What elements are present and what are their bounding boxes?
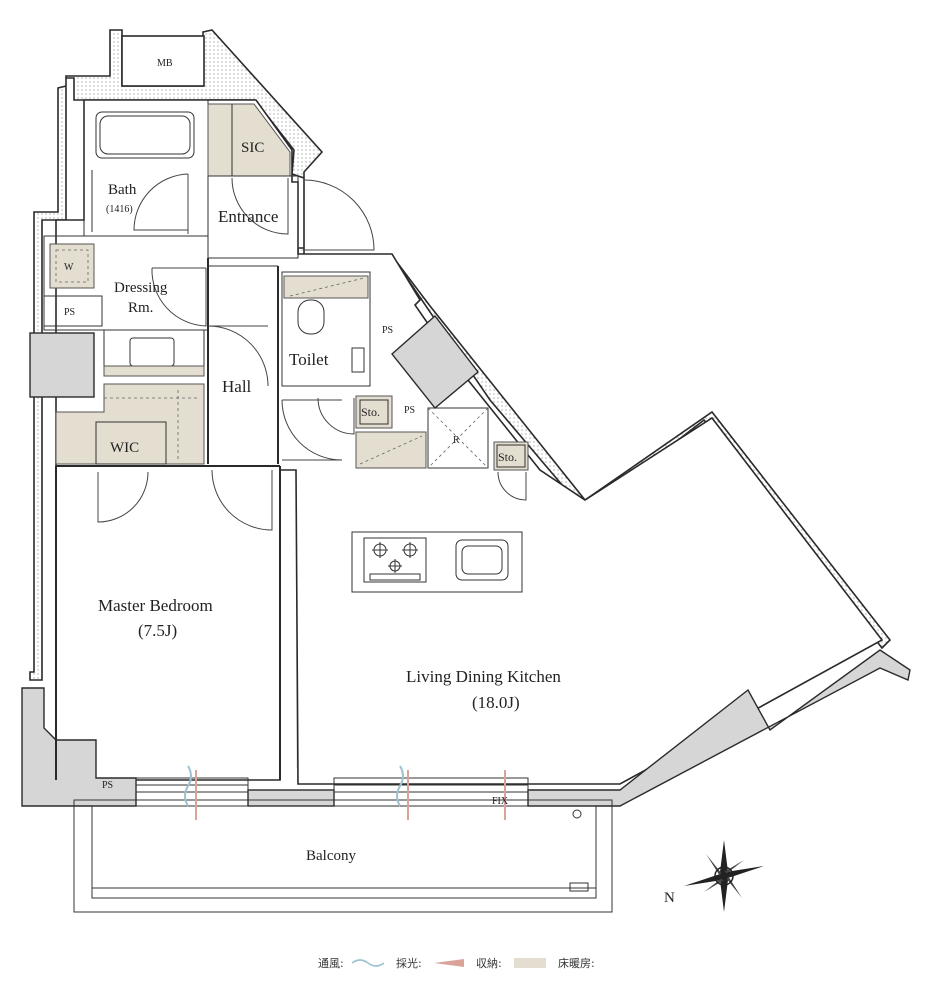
- mb-room: [121, 35, 205, 87]
- column-left: [29, 332, 95, 398]
- label-ps-top: PS: [382, 325, 393, 336]
- label-hall: Hall: [222, 377, 252, 396]
- label-dressing-2: Rm.: [128, 300, 153, 316]
- legend-daylight-swatch: [434, 959, 464, 967]
- toilet-bowl: [297, 299, 325, 335]
- toilet-room: [281, 271, 371, 387]
- compass-icon: [684, 840, 764, 912]
- balcony-inner: [91, 805, 597, 899]
- balcony-outline: [73, 799, 613, 913]
- legend-ventilation-swatch: [351, 959, 385, 967]
- legend-ventilation-label: 通風:: [318, 957, 344, 970]
- door-bedroom: [211, 469, 273, 531]
- label-master-bedroom: Master Bedroom: [98, 596, 213, 615]
- label-balcony: Balcony: [306, 848, 356, 864]
- label-ps-bottom: PS: [102, 780, 113, 791]
- storage-2: [493, 441, 529, 471]
- label-sto-2: Sto.: [498, 450, 517, 464]
- door-bath: [133, 173, 189, 231]
- sic-storage: [207, 103, 291, 177]
- door-toilet: [281, 399, 343, 461]
- wic-storage: [55, 383, 205, 465]
- fridge-space: [427, 407, 489, 469]
- kitchen-counter: [351, 531, 523, 593]
- door-sto1: [317, 397, 355, 435]
- washer: [49, 243, 95, 289]
- label-sic: SIC: [241, 140, 264, 156]
- structural-wall-left: [21, 687, 137, 807]
- legend-daylight-label: 採光:: [396, 956, 422, 970]
- label-ps-left: PS: [64, 307, 75, 318]
- label-north: N: [664, 890, 675, 906]
- door-entrance: [303, 179, 375, 251]
- label-washer: W: [64, 262, 74, 273]
- label-bath: Bath: [108, 182, 137, 198]
- label-master-bedroom-size: (7.5J): [138, 621, 177, 640]
- label-dressing-1: Dressing: [114, 280, 168, 296]
- wall-segment-bottom-1: [247, 789, 335, 807]
- label-sto-1: Sto.: [361, 405, 380, 419]
- interior-floor: [55, 99, 884, 785]
- ps-left: [43, 295, 103, 327]
- label-ldk: Living Dining Kitchen: [406, 667, 561, 686]
- label-entrance: Entrance: [218, 207, 278, 226]
- label-fix: FIX: [492, 796, 509, 807]
- legend-floor-heating-label: 床暖房:: [558, 956, 595, 970]
- cooktop: [363, 537, 427, 583]
- storage-1: [355, 395, 393, 429]
- door-hall-toilet: [207, 325, 269, 387]
- label-bath-size: (1416): [106, 204, 133, 215]
- label-mb: MB: [157, 58, 173, 69]
- label-toilet: Toilet: [289, 350, 329, 369]
- door-wic: [97, 471, 149, 523]
- label-fridge: R: [453, 435, 460, 446]
- legend-storage-swatch: [514, 958, 546, 968]
- entrance-area: [207, 175, 299, 259]
- door-sto2: [497, 471, 527, 501]
- burner-icon: [372, 542, 418, 573]
- shaft-diagonal: [391, 314, 479, 409]
- sink: [455, 539, 509, 581]
- door-dressing: [151, 267, 207, 327]
- label-ldk-size: (18.0J): [472, 693, 520, 712]
- bathtub: [95, 111, 195, 159]
- label-wic: WIC: [110, 440, 139, 456]
- door-sic: [231, 177, 289, 235]
- kitchen-storage: [355, 431, 427, 469]
- label-ps-mid: PS: [404, 405, 415, 416]
- legend-storage-label: 収納:: [476, 957, 502, 970]
